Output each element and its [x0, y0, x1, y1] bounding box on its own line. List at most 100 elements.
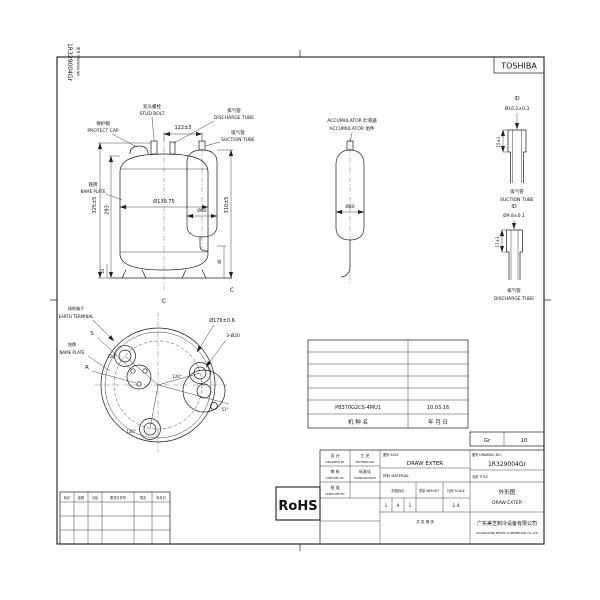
designed-cn: 设 计	[330, 452, 339, 458]
dim-suction-depth: 15±1	[496, 136, 501, 147]
discharge-id-label: ID	[511, 204, 516, 210]
date-label: 年 月 日	[428, 418, 448, 426]
weight-label: 重量 WEIGHT	[419, 488, 439, 493]
discharge-tube-detail: ID Ø9.8±0.1 17±1 排气管 DISCHARGE TUBE	[494, 204, 534, 302]
discharge-tube-label-cn: 排气管	[227, 107, 241, 114]
vertical-drawing-no: 1R329004Gr 图号 DRAWING NO.	[66, 43, 81, 82]
standard-en: STANDARDIZED	[354, 476, 376, 480]
bolt-ear-2	[189, 362, 211, 384]
company-name-cn: 广东美芝制冷设备有限公司	[477, 520, 537, 527]
dim-bolt-holes: 3-Ø20	[226, 332, 240, 339]
vertical-drawing-no-text: 1R329004Gr	[66, 43, 73, 82]
brand-text: TOSHIBA	[500, 62, 537, 71]
name-plate-label-cn: 铭牌	[89, 181, 98, 188]
rev-header-docno: 更改文件号	[110, 495, 126, 500]
rev-header-mark: 标记	[64, 495, 71, 500]
technology-cn: 工 艺	[360, 453, 369, 458]
sheet-frame	[50, 50, 551, 551]
name-plate2-label-cn: 铭牌	[68, 341, 76, 347]
gr-table: Gr 10	[469, 431, 545, 447]
rev-header-date: 年月日	[156, 495, 166, 500]
suction-dia-label: Ø16.2±0.3	[505, 105, 530, 112]
revision-table: 标记 处数 分区 更改文件号 签名 年月日	[59, 491, 171, 545]
suction-id-label: ID	[514, 96, 519, 102]
vertical-drawing-no-label: 图号 DRAWING NO.	[76, 47, 81, 77]
protect-cap-label-cn: 保护帽	[96, 120, 110, 127]
discharge-dia-label: Ø9.8±0.1	[503, 212, 525, 219]
stage-value-1: 1	[385, 503, 388, 508]
accumulator-label-line1: ACCUMULATOR 贮液器	[327, 117, 377, 124]
assy-value: DRAW EXTER	[407, 461, 443, 467]
stud-bolt-label-cn: 双头螺栓	[143, 103, 161, 110]
approved-en: APPROVED BY	[325, 492, 345, 496]
dim-discharge-depth: 17±1	[495, 236, 500, 247]
part-name-en: DRAW EXTER	[492, 500, 522, 506]
terminal-r-label: R	[85, 365, 89, 371]
drawing-no-label: 图号 DRAWING NO.	[472, 452, 502, 457]
dim-base-height: 22	[100, 268, 105, 274]
dim-bolt-circle: Ø176±0.6	[209, 317, 235, 324]
earth-terminal-label-en: EARTH TERMINAL	[59, 314, 95, 319]
material-label: 材料 MATERIAL	[383, 473, 409, 478]
main-view-dimensions: 122±3 Ø139.75 325±5 293 22 Ø80 310±5 48	[92, 125, 234, 279]
gr-label: Gr	[484, 438, 491, 444]
earth-terminal-label-cn: 接地端子	[68, 305, 84, 311]
dim-pitch-top: 122±3	[175, 125, 192, 131]
bolt-ear-1	[114, 345, 136, 367]
model-label: 机 种 名	[348, 418, 368, 426]
scale-label: 比例 SCALE	[447, 488, 465, 493]
drawing-no-value: 1R329004Gr	[488, 461, 527, 468]
stage-label: 阶段标记	[392, 488, 406, 493]
sheet-count-label: 共 张 第 张	[416, 519, 434, 524]
checked-cn: 审 核	[330, 468, 339, 474]
approved-cn: 批 准	[330, 484, 339, 490]
dim-acc-dia: Ø80	[197, 207, 206, 214]
discharge-tube-label-en: DISCHARGE TUBE	[214, 115, 254, 121]
stud-bolt-label-en: STUD BOLT	[140, 111, 165, 117]
angle-51: 51°	[221, 407, 228, 412]
angle-120-2: 120°	[126, 429, 136, 434]
terminal-s-label: S	[90, 331, 94, 337]
rohs-text: RoHS	[278, 499, 317, 514]
model-table: PB370G2CS-4MU1 10.03.16 机 种 名 年 月 日	[307, 339, 469, 429]
bottom-view: C Ø176±0.6	[59, 298, 240, 452]
stage-value-2: 9	[397, 503, 400, 508]
name-plate-label-en: NAME PLATE	[80, 189, 106, 194]
suction-tube-label-cn: 吸气管	[231, 129, 245, 136]
technology-en: TECHNOLOGY	[354, 460, 375, 464]
standard-cn: 标准化	[359, 468, 371, 474]
brand-box: TOSHIBA	[493, 56, 545, 74]
bolt-ear-3	[139, 418, 161, 440]
title-label: 名称 TITLE	[472, 474, 488, 479]
accumulator-projection	[157, 369, 230, 413]
discharge-detail-label-cn: 排气管	[507, 287, 521, 294]
model-number: PB370G2CS-4MU1	[335, 405, 381, 411]
accumulator-view: ACCUMULATOR 贮液器 ACCUMULATOR 组件 Ø80	[327, 117, 377, 284]
angle-120-1: 120°	[107, 354, 117, 359]
view-c-label: C	[162, 298, 166, 305]
dim-shell-height: 293	[105, 205, 111, 215]
assy-label: 图号 ASSY.	[383, 452, 399, 457]
scale-value: 1:4	[452, 503, 459, 509]
dim-overall-height: 325±5	[92, 197, 98, 214]
angle-120-3: 120°	[172, 374, 182, 379]
dim-body-dia: Ø139.75	[153, 198, 174, 205]
name-plate2-label-en: NAME PLATE	[59, 350, 85, 355]
gr-value: 10	[521, 438, 528, 444]
protect-cap-label-en: PROTECT CAP	[87, 128, 119, 134]
part-name-cn: 外形图	[499, 488, 516, 496]
company-name-en: GUANGDONG MEIZHI COMPRESSOR CO.,LTD	[476, 531, 538, 535]
dim-acc-bottom: 48	[217, 259, 222, 265]
designed-en: DESIGNED BY	[325, 460, 344, 464]
accumulator-label-line2: ACCUMULATOR 组件	[330, 125, 375, 132]
suction-detail-label-cn: 吸气管	[510, 188, 524, 195]
terminal-cluster	[126, 364, 152, 390]
stage-value-3: 1	[409, 503, 412, 508]
main-side-view	[112, 138, 232, 292]
dim-acc-single-dia: Ø80	[345, 203, 354, 210]
main-view-callouts: 双头螺栓 STUD BOLT 保护帽 PROTECT CAP 排气管 DISCH…	[80, 103, 255, 294]
dim-acc-height: 310±5	[224, 197, 230, 214]
checked-en: CHECKED BY	[326, 476, 344, 480]
